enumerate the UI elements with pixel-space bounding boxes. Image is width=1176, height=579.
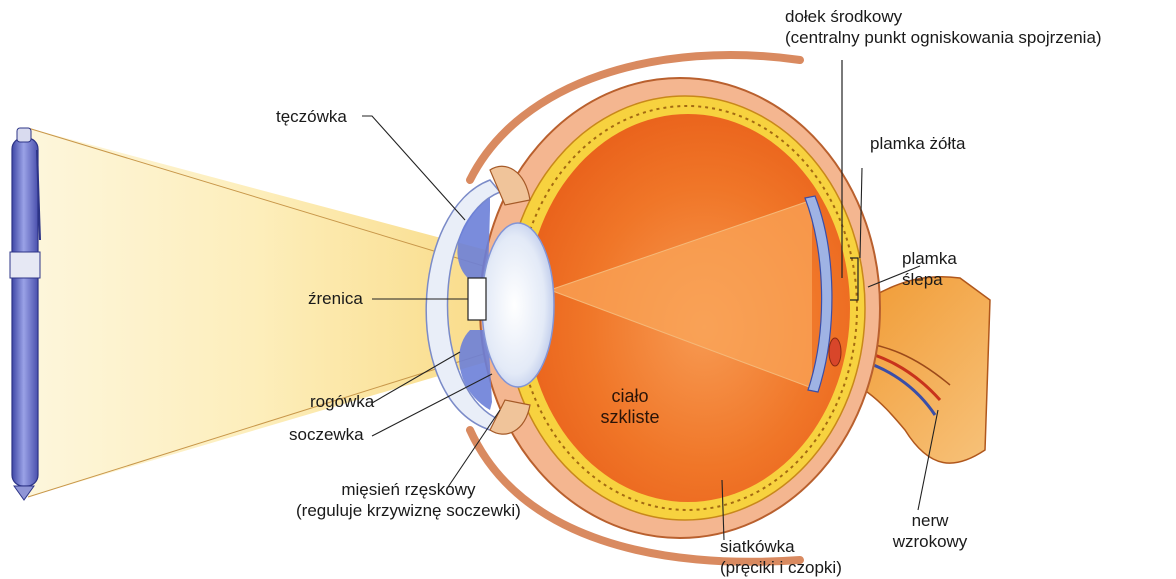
light-cone bbox=[28, 128, 486, 497]
pupil-marker bbox=[468, 278, 486, 320]
label-miesien-rzeskowy: mięsień rzęskowy (reguluje krzywiznę soc… bbox=[296, 479, 521, 521]
label-zrenica: źrenica bbox=[308, 288, 363, 309]
pen-object bbox=[10, 128, 40, 500]
label-plamka-zolta: plamka żółta bbox=[870, 133, 965, 154]
label-rogowka: rogówka bbox=[310, 391, 374, 412]
label-cialo-szkliste: ciało szkliste bbox=[590, 386, 670, 428]
label-plamka-slepa-line2: ślepa bbox=[902, 269, 957, 290]
label-dolek-srodkowy: dołek środkowy (centralny punkt ogniskow… bbox=[785, 6, 1102, 48]
label-cialo-line2: szkliste bbox=[590, 407, 670, 428]
label-nerw-line1: nerw bbox=[880, 510, 980, 531]
label-siatkowka-line2: (pręciki i czopki) bbox=[720, 557, 842, 578]
label-miesien-line2: (reguluje krzywiznę soczewki) bbox=[296, 500, 521, 521]
label-soczewka: soczewka bbox=[289, 424, 364, 445]
label-siatkowka-line1: siatkówka bbox=[720, 536, 842, 557]
lens bbox=[482, 223, 554, 387]
label-cialo-line1: ciało bbox=[590, 386, 670, 407]
label-dolek-line2: (centralny punkt ogniskowania spojrzenia… bbox=[785, 27, 1102, 48]
label-miesien-line1: mięsień rzęskowy bbox=[296, 479, 521, 500]
label-nerw-wzrokowy: nerw wzrokowy bbox=[880, 510, 980, 552]
blind-spot bbox=[829, 338, 841, 366]
label-nerw-line2: wzrokowy bbox=[880, 531, 980, 552]
label-siatkowka: siatkówka (pręciki i czopki) bbox=[720, 536, 842, 578]
label-plamka-slepa: plamka ślepa bbox=[902, 248, 957, 290]
label-teczowka: tęczówka bbox=[276, 106, 347, 127]
label-dolek-line1: dołek środkowy bbox=[785, 6, 1102, 27]
label-plamka-slepa-line1: plamka bbox=[902, 248, 957, 269]
